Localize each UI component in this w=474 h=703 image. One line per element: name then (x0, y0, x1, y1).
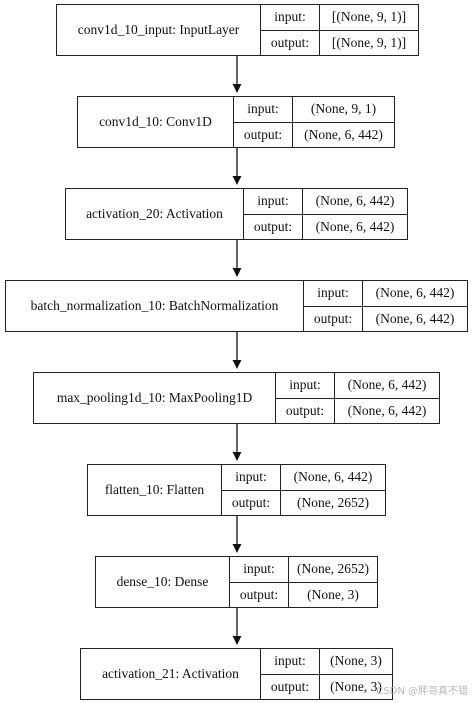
output-row: output: [(None, 9, 1)] (261, 29, 418, 55)
layer-name: dense_10: Dense (96, 557, 230, 607)
output-row: output: (None, 6, 442) (276, 397, 439, 423)
input-label: input: (304, 281, 363, 306)
output-shape: (None, 2652) (297, 494, 369, 510)
input-label: input: (230, 557, 289, 582)
input-row: input: [(None, 9, 1)] (261, 5, 418, 30)
input-row: input: (None, 6, 442) (304, 281, 467, 306)
port-table: input: (None, 6, 442) output: (None, 6, … (276, 373, 439, 423)
layer-name: batch_normalization_10: BatchNormalizati… (6, 281, 304, 331)
watermark: CSDN @胖哥真不错 (376, 686, 468, 697)
input-row: input: (None, 2652) (230, 557, 377, 582)
output-shape: [(None, 9, 1)] (331, 34, 407, 50)
output-shape: (None, 3) (330, 678, 382, 694)
input-label: input: (261, 5, 320, 30)
input-row: input: (None, 6, 442) (244, 189, 407, 214)
output-row: output: (None, 6, 442) (304, 305, 467, 331)
layer-name: activation_20: Activation (66, 189, 244, 239)
output-label: output: (276, 398, 335, 423)
output-row: output: (None, 6, 442) (244, 213, 407, 239)
port-table: input: (None, 6, 442) output: (None, 265… (222, 465, 385, 515)
input-label: input: (244, 189, 303, 214)
input-row: input: (None, 6, 442) (222, 465, 385, 490)
input-label: input: (222, 465, 281, 490)
input-row: input: (None, 6, 442) (276, 373, 439, 398)
layer-node-conv1d-10-input: conv1d_10_input: InputLayer input: [(Non… (56, 4, 419, 56)
layer-node-activation-20: activation_20: Activation input: (None, … (65, 188, 408, 240)
input-shape: (None, 9, 1) (310, 101, 377, 117)
layer-node-conv1d-10: conv1d_10: Conv1D input: (None, 9, 1) ou… (77, 96, 395, 148)
input-shape: [(None, 9, 1)] (331, 9, 407, 25)
output-row: output: (None, 3) (261, 673, 392, 699)
input-shape: (None, 6, 442) (293, 469, 373, 485)
input-shape: (None, 6, 442) (375, 285, 455, 301)
output-shape: (None, 6, 442) (304, 126, 383, 142)
input-row: input: (None, 3) (261, 649, 392, 674)
output-label: output: (261, 30, 320, 55)
port-table: input: (None, 3) output: (None, 3) (261, 649, 392, 699)
layer-node-max-pooling1d-10: max_pooling1d_10: MaxPooling1D input: (N… (33, 372, 440, 424)
output-row: output: (None, 2652) (222, 489, 385, 515)
output-shape: (None, 6, 442) (347, 402, 427, 418)
port-table: input: (None, 6, 442) output: (None, 6, … (304, 281, 467, 331)
output-shape: (None, 3) (307, 586, 359, 602)
layer-node-flatten-10: flatten_10: Flatten input: (None, 6, 442… (87, 464, 386, 516)
output-label: output: (244, 214, 303, 239)
input-label: input: (261, 649, 320, 674)
layer-name: activation_21: Activation (81, 649, 261, 699)
layer-node-dense-10: dense_10: Dense input: (None, 2652) outp… (95, 556, 378, 608)
output-label: output: (234, 122, 293, 147)
input-label: input: (276, 373, 335, 398)
input-row: input: (None, 9, 1) (234, 97, 394, 122)
output-label: output: (230, 582, 289, 607)
port-table: input: [(None, 9, 1)] output: [(None, 9,… (261, 5, 418, 55)
output-row: output: (None, 6, 442) (234, 121, 394, 147)
layer-node-batch-normalization-10: batch_normalization_10: BatchNormalizati… (5, 280, 468, 332)
input-shape: (None, 2652) (297, 561, 369, 577)
layer-name: max_pooling1d_10: MaxPooling1D (34, 373, 276, 423)
output-row: output: (None, 3) (230, 581, 377, 607)
output-label: output: (261, 674, 320, 699)
layer-name: flatten_10: Flatten (88, 465, 222, 515)
layer-name: conv1d_10_input: InputLayer (57, 5, 261, 55)
output-shape: (None, 6, 442) (375, 310, 455, 326)
layer-node-activation-21: activation_21: Activation input: (None, … (80, 648, 393, 700)
output-label: output: (222, 490, 281, 515)
input-shape: (None, 3) (330, 653, 382, 669)
input-label: input: (234, 97, 293, 122)
layer-name: conv1d_10: Conv1D (78, 97, 234, 147)
input-shape: (None, 6, 442) (315, 193, 395, 209)
port-table: input: (None, 6, 442) output: (None, 6, … (244, 189, 407, 239)
port-table: input: (None, 9, 1) output: (None, 6, 44… (234, 97, 394, 147)
port-table: input: (None, 2652) output: (None, 3) (230, 557, 377, 607)
output-label: output: (304, 306, 363, 331)
output-shape: (None, 6, 442) (315, 218, 395, 234)
input-shape: (None, 6, 442) (347, 377, 427, 393)
